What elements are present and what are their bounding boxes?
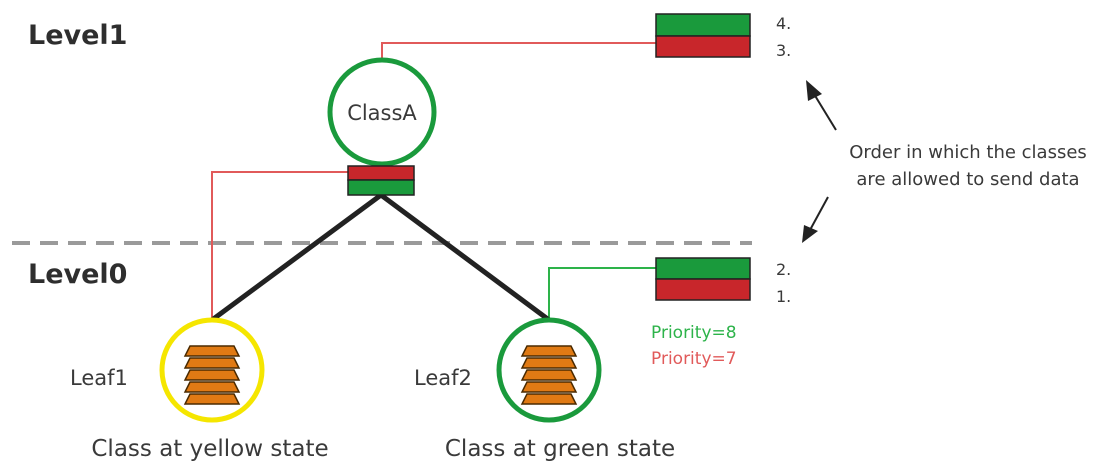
classa-queue-box [347,165,415,196]
level0-order-box [655,257,751,301]
caption-yellow-state: Class at yellow state [91,436,328,462]
tree-edge-leaf1 [210,192,383,323]
priority-low-label: Priority=7 [651,349,737,369]
leaf2-queue-stack-icon [520,345,578,405]
order-note-line2: are allowed to send data [856,169,1079,190]
level0-label: Level0 [28,259,127,290]
order-number-2: 2. [776,260,791,279]
leaf2-label: Leaf2 [414,366,472,390]
leaf1-queue-stack-icon [183,345,241,405]
order-note-line1: Order in which the classes [849,142,1087,163]
leaf1-label: Leaf1 [70,366,128,390]
tree-edge-leaf2 [379,192,551,323]
priority-high-label: Priority=8 [651,323,737,343]
classa-label: ClassA [347,101,417,125]
leaf1-link-red [211,171,348,320]
order-number-3: 3. [776,41,791,60]
arrow-up-icon [806,80,837,131]
leaf2-link-green [548,267,656,320]
classa-link-red [381,42,656,60]
level1-order-box [655,13,751,58]
caption-green-state: Class at green state [445,436,675,462]
classa-node [327,57,437,167]
level1-label: Level1 [28,20,127,51]
order-number-4: 4. [776,14,791,33]
order-number-1: 1. [776,287,791,306]
arrow-down-icon [802,196,829,243]
